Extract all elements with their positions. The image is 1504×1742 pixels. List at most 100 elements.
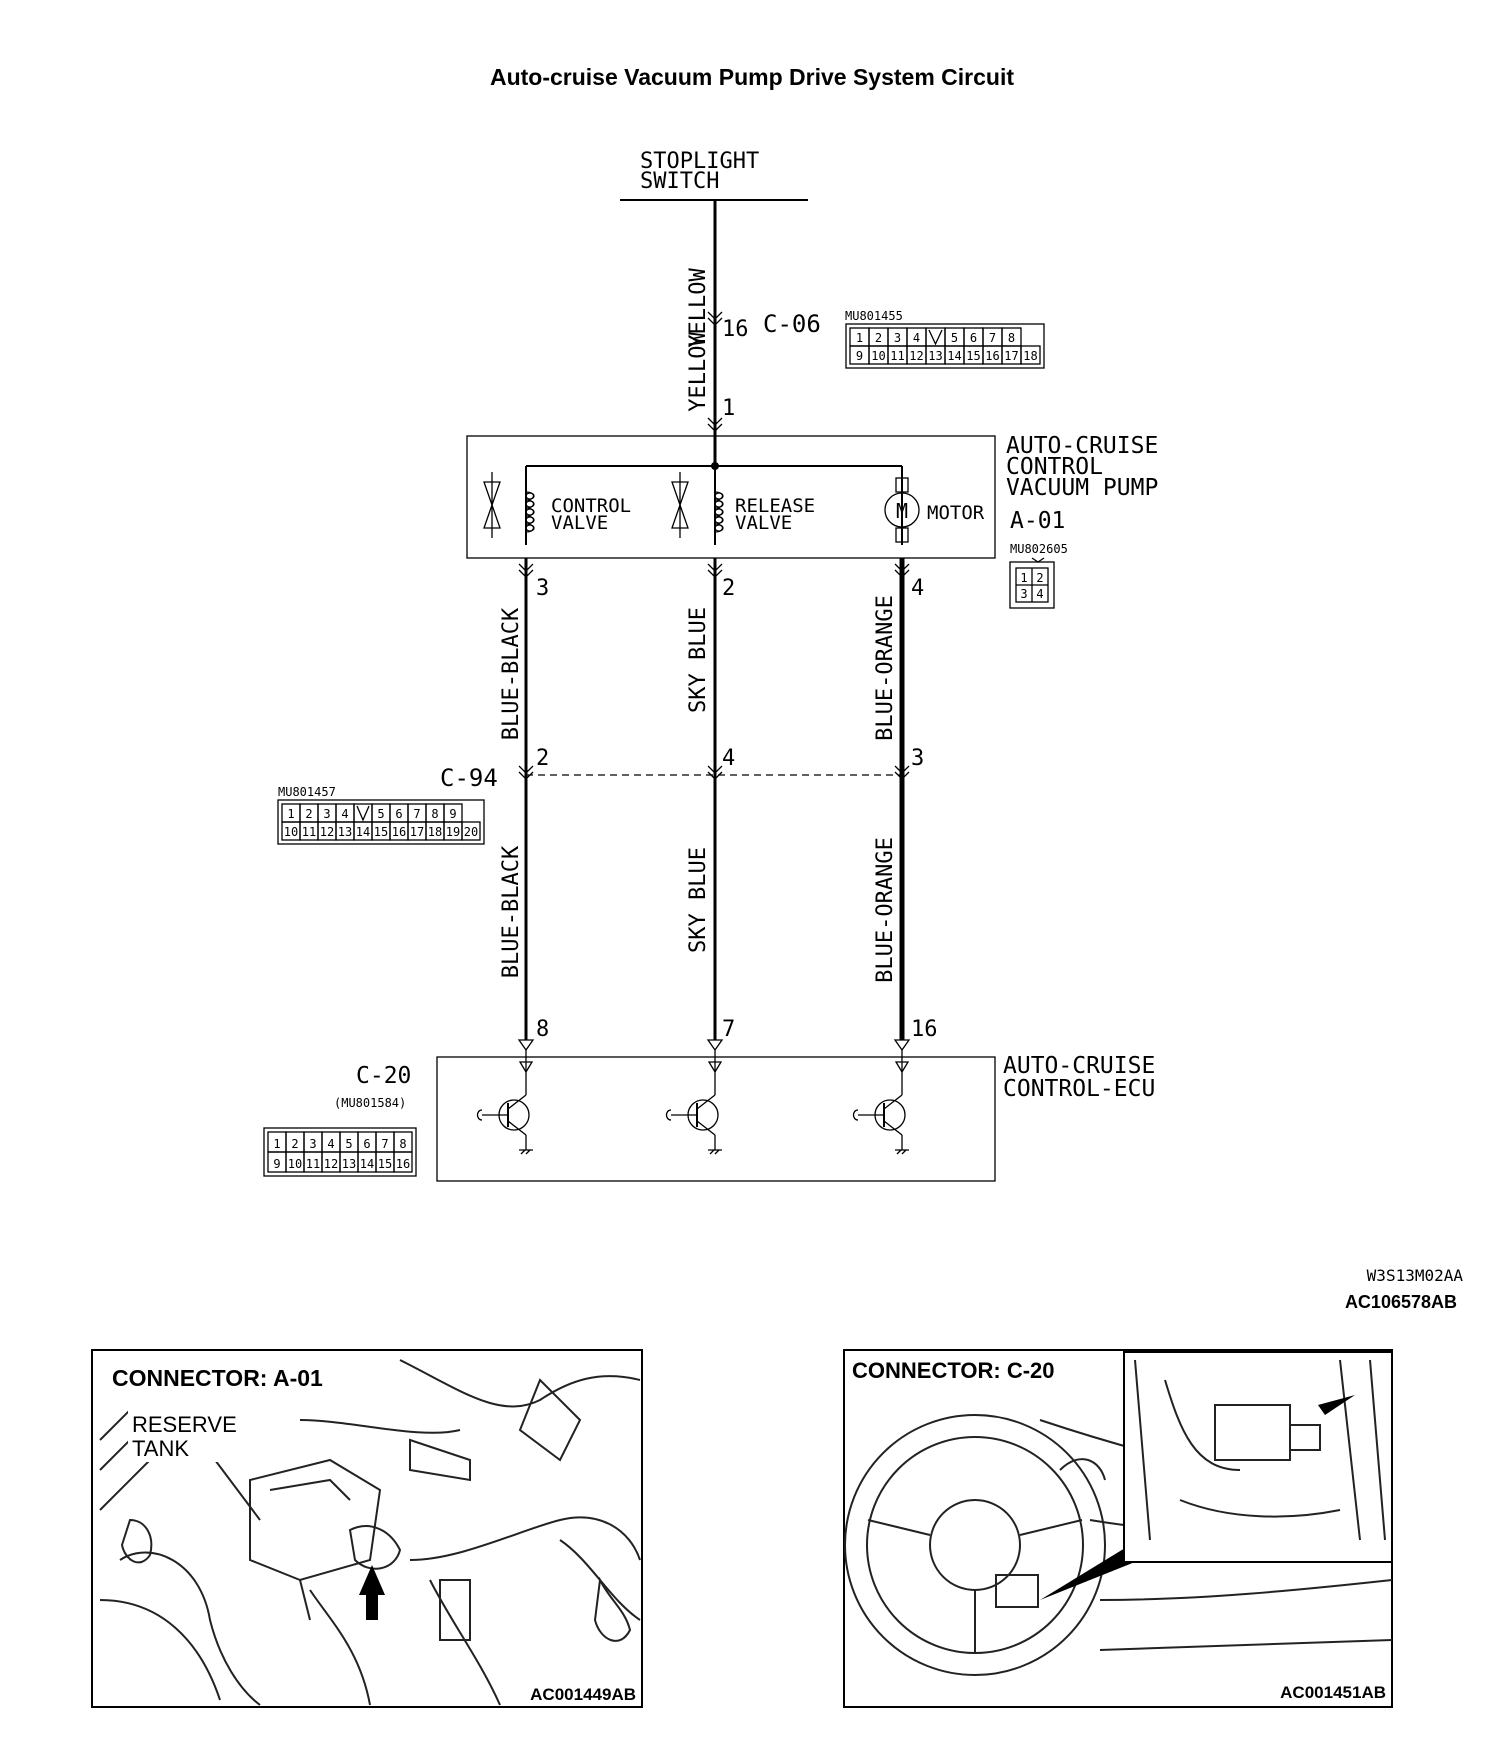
svg-text:MOTOR: MOTOR bbox=[927, 502, 985, 524]
wire-sky-blue: SKY BLUE SKY BLUE 2 4 7 bbox=[686, 558, 735, 1052]
connector-pin-label: 6 bbox=[363, 1137, 370, 1151]
svg-text:BLUE-BLACK: BLUE-BLACK bbox=[499, 607, 524, 740]
connector-pin-label: 18 bbox=[1023, 349, 1037, 363]
photo-connector-c20: CONNECTOR: C-20 AC001451AB bbox=[843, 1349, 1393, 1708]
connector-pin-label: 4 bbox=[341, 807, 348, 821]
connector-pin-label: 6 bbox=[970, 331, 977, 345]
connector-pin-label: 15 bbox=[374, 825, 388, 839]
connector-pin-label: 14 bbox=[356, 825, 370, 839]
connector-pin-label: 18 bbox=[428, 825, 442, 839]
connector-pin-cell bbox=[1020, 345, 1041, 365]
connector-pin-label: 15 bbox=[378, 1157, 392, 1171]
svg-text:AUTO-CRUISE: AUTO-CRUISE bbox=[1006, 433, 1158, 459]
connector-pin-label: 9 bbox=[449, 807, 456, 821]
svg-text:4: 4 bbox=[911, 576, 924, 601]
photo-a01-title: CONNECTOR: A-01 bbox=[112, 1365, 323, 1391]
svg-text:BLUE-BLACK: BLUE-BLACK bbox=[499, 845, 524, 978]
svg-text:4: 4 bbox=[722, 746, 735, 771]
connector-pin-label: 5 bbox=[377, 807, 384, 821]
connector-pin-label: 5 bbox=[951, 331, 958, 345]
reserve-tank-label: RESERVE bbox=[132, 1412, 237, 1437]
photo-connector-a01: CONNECTOR: A-01 RESERVE TANK AC001449AB bbox=[91, 1349, 643, 1708]
connector-pin-label: 5 bbox=[345, 1137, 352, 1151]
connector-pin-label: 1 bbox=[287, 807, 294, 821]
svg-text:C-06: C-06 bbox=[763, 310, 821, 338]
svg-text:C-20: C-20 bbox=[356, 1063, 411, 1089]
svg-text:2: 2 bbox=[722, 576, 735, 601]
connector-pin-label: 8 bbox=[399, 1137, 406, 1151]
svg-text:SKY BLUE: SKY BLUE bbox=[686, 847, 711, 953]
svg-text:7: 7 bbox=[722, 1017, 735, 1042]
connector-a01-face: 1 2 3 4 bbox=[1009, 557, 1055, 609]
connector-pin-cell bbox=[393, 1151, 413, 1173]
reserve-tank-label-2: TANK bbox=[132, 1436, 189, 1461]
connector-pin-label: 6 bbox=[395, 807, 402, 821]
svg-text:C-94: C-94 bbox=[440, 764, 498, 792]
svg-text:SKY BLUE: SKY BLUE bbox=[686, 607, 711, 713]
svg-text:CONTROL: CONTROL bbox=[1006, 454, 1103, 480]
svg-text:BLUE-ORANGE: BLUE-ORANGE bbox=[873, 837, 898, 983]
svg-text:1: 1 bbox=[722, 396, 735, 421]
connector-pin-label: 13 bbox=[342, 1157, 356, 1171]
svg-text:STOPLIGHT: STOPLIGHT bbox=[640, 149, 759, 174]
connector-pin-label: 16 bbox=[985, 349, 999, 363]
connector-pin-label: 16 bbox=[396, 1157, 410, 1171]
svg-text:3: 3 bbox=[536, 576, 549, 601]
connector-pin-label: 3 bbox=[323, 807, 330, 821]
connector-pin-label: 8 bbox=[431, 807, 438, 821]
drawing-code: W3S13M02AA bbox=[1367, 1266, 1464, 1285]
svg-text:AUTO-CRUISE: AUTO-CRUISE bbox=[1003, 1053, 1155, 1079]
svg-text:1: 1 bbox=[1020, 571, 1027, 585]
svg-text:3: 3 bbox=[911, 746, 924, 771]
connector-pin-label: 13 bbox=[338, 825, 352, 839]
svg-text:VALVE: VALVE bbox=[551, 512, 608, 534]
connector-pin-label: 3 bbox=[894, 331, 901, 345]
svg-text:16: 16 bbox=[722, 317, 749, 342]
connector-pin-label: 12 bbox=[909, 349, 923, 363]
wire-yellow: YELLOW YELLOW 16 C-06 1 bbox=[686, 200, 821, 466]
connector-pin-label: 7 bbox=[989, 331, 996, 345]
connector-pin-label: 11 bbox=[890, 349, 904, 363]
connector-pin-label: 2 bbox=[291, 1137, 298, 1151]
wire-blue-orange: BLUE-ORANGE BLUE-ORANGE 4 3 16 bbox=[873, 558, 938, 1052]
connector-pin-label: 16 bbox=[392, 825, 406, 839]
svg-text:VACUUM PUMP: VACUUM PUMP bbox=[1006, 475, 1158, 501]
inset-illustration bbox=[1134, 1359, 1386, 1541]
wire-blue-black: BLUE-BLACK BLUE-BLACK 3 2 8 bbox=[499, 558, 549, 1052]
connector-pin-label: 12 bbox=[320, 825, 334, 839]
svg-text:(MU801584): (MU801584) bbox=[334, 1096, 406, 1110]
connector-pin-label: 1 bbox=[273, 1137, 280, 1151]
svg-text:A-01: A-01 bbox=[1010, 508, 1065, 534]
connector-pin-label: 14 bbox=[360, 1157, 374, 1171]
connector-pin-label: 11 bbox=[302, 825, 316, 839]
connector-pin-label: 3 bbox=[309, 1137, 316, 1151]
svg-text:CONTROL: CONTROL bbox=[551, 495, 631, 517]
svg-text:BLUE-ORANGE: BLUE-ORANGE bbox=[873, 595, 898, 741]
photo-c20-code: AC001451AB bbox=[1280, 1683, 1386, 1702]
stoplight-switch: STOPLIGHT SWITCH bbox=[620, 149, 808, 201]
svg-text:3: 3 bbox=[1020, 587, 1027, 601]
svg-text:RELEASE: RELEASE bbox=[735, 495, 815, 517]
svg-text:M: M bbox=[896, 499, 908, 523]
vacuum-pump-label: AUTO-CRUISE CONTROL VACUUM PUMP A-01 MU8… bbox=[1006, 433, 1158, 556]
svg-text:VALVE: VALVE bbox=[735, 512, 792, 534]
vacuum-pump-box: M MOTOR CONTROL VALVE RELEASE VALVE bbox=[466, 435, 996, 559]
svg-text:MU801457: MU801457 bbox=[278, 785, 336, 799]
connector-pin-label: 17 bbox=[1004, 349, 1018, 363]
connector-pin-label: 10 bbox=[284, 825, 298, 839]
connector-pin-label: 4 bbox=[327, 1137, 334, 1151]
svg-text:2: 2 bbox=[1036, 571, 1043, 585]
connector-pin-label: 13 bbox=[928, 349, 942, 363]
connector-pin-label: 7 bbox=[413, 807, 420, 821]
connector-pin-label: 15 bbox=[966, 349, 980, 363]
svg-text:SWITCH: SWITCH bbox=[640, 169, 719, 194]
page-title: Auto-cruise Vacuum Pump Drive System Cir… bbox=[489, 64, 1015, 90]
svg-text:8: 8 bbox=[536, 1017, 549, 1042]
connector-pin-label: 11 bbox=[306, 1157, 320, 1171]
connector-pin-label: 20 bbox=[464, 825, 478, 839]
connector-pin-label: 9 bbox=[856, 349, 863, 363]
connector-pin-label: 2 bbox=[305, 807, 312, 821]
